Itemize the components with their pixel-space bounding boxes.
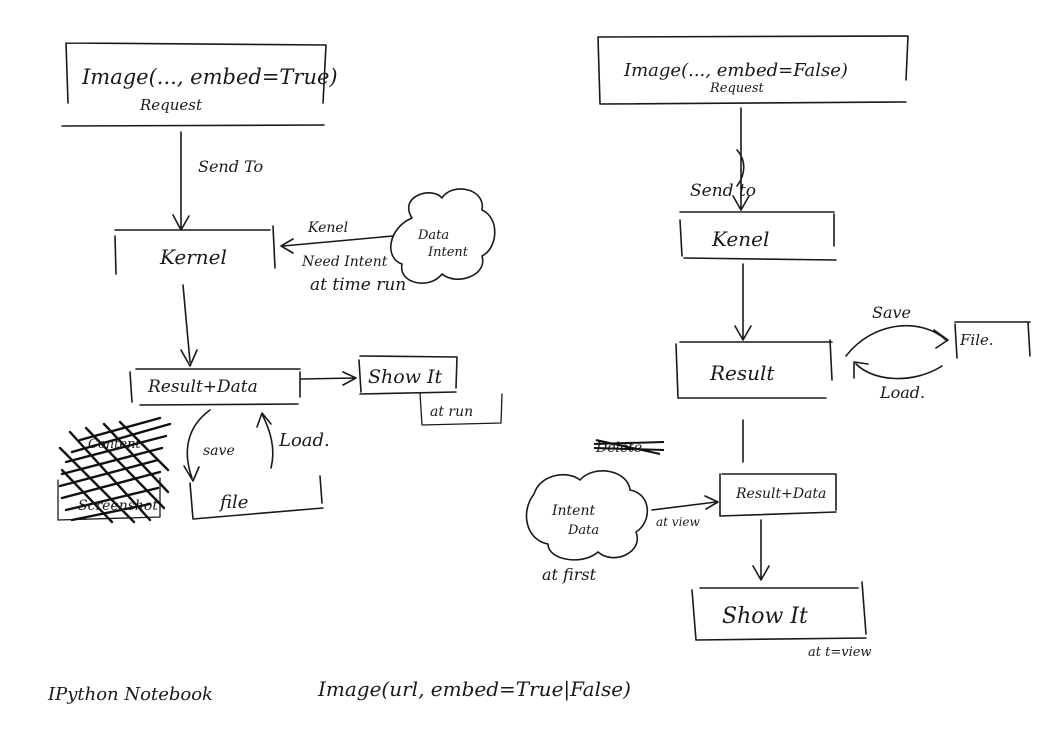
right-request-title: Image(..., embed=False)	[623, 60, 848, 81]
save-arrow	[183, 409, 211, 482]
left-save-label: save	[203, 443, 235, 459]
footer-notebook-label: IPython Notebook	[47, 684, 213, 705]
right-file-label: File.	[959, 331, 994, 349]
left-show-it-label: Show It	[368, 366, 443, 388]
right-kernel-box: Kenel	[679, 211, 837, 261]
at-run-label: at run	[430, 404, 473, 420]
load-arrow	[256, 412, 274, 469]
intent-data-line2: Data	[567, 523, 599, 538]
right-save-arrow	[845, 324, 949, 357]
left-kernel-label: Kernel	[159, 245, 227, 269]
kernel-note-line2: Need Intent	[301, 254, 388, 270]
right-result-box: Result	[675, 339, 833, 399]
right-kernel-to-result-arrow	[734, 263, 752, 341]
left-kernel-box: Kernel	[114, 225, 276, 275]
left-flow: Image(..., embed=True) Request Send To K…	[57, 42, 503, 524]
right-crossed-out: Delete	[593, 439, 665, 456]
left-file-label: file	[218, 492, 248, 513]
right-flow: Image(..., embed=False) Request Send to …	[525, 35, 1031, 660]
footer: IPython Notebook Image(url, embed=True|F…	[47, 677, 631, 705]
left-request-label: Request	[139, 96, 203, 114]
data-intent-cloud: Data Intent	[390, 188, 496, 284]
right-request-label: Request	[709, 81, 765, 96]
kernel-note-line1: Kenel	[307, 220, 348, 236]
right-result-data-box: Result+Data	[719, 473, 837, 517]
data-intent-line2: Intent	[427, 245, 469, 260]
at-view-label: at view	[656, 515, 701, 529]
left-result-data-box: Result+Data	[129, 368, 301, 406]
left-request-box: Image(..., embed=True) Request	[61, 42, 338, 127]
kernel-note-line3: at time run	[310, 275, 406, 295]
data-intent-line1: Data	[417, 228, 449, 243]
right-kernel-label: Kenel	[711, 227, 769, 251]
right-send-arrow	[732, 107, 750, 211]
at-first-label: at first	[542, 565, 597, 584]
left-send-to-label: Send To	[198, 157, 263, 176]
right-save-label: Save	[872, 303, 911, 322]
right-show-at-view-label: at t=view	[808, 645, 872, 660]
left-result-data-label: Result+Data	[147, 377, 258, 397]
left-request-title: Image(..., embed=True)	[81, 65, 338, 89]
right-send-to-label: Send to	[690, 181, 756, 201]
intent-data-line1: Intent	[551, 503, 595, 519]
cloud-to-result-arrow	[651, 495, 719, 511]
right-result-label: Result	[709, 361, 775, 385]
left-file-box: file	[189, 475, 324, 520]
intent-to-kernel-arrow	[280, 235, 394, 254]
right-show-it-label: Show It	[722, 604, 808, 629]
left-kernel-to-result-arrow	[180, 284, 198, 367]
right-request-box: Image(..., embed=False) Request	[597, 35, 909, 105]
footer-signature-label: Image(url, embed=True|False)	[317, 677, 631, 702]
right-load-label: Load.	[879, 383, 925, 402]
left-send-arrow	[172, 131, 190, 231]
right-result-data-label: Result+Data	[735, 486, 826, 502]
right-load-arrow	[853, 361, 943, 380]
intent-data-cloud: Intent Data	[525, 470, 649, 561]
left-load-label: Load.	[278, 430, 330, 451]
left-show-it-box: Show It	[358, 355, 458, 395]
right-file-box: File.	[954, 321, 1031, 359]
result-to-show-arrow	[300, 371, 357, 386]
right-result-to-show-arrow	[752, 519, 770, 581]
right-show-it-box: Show It	[691, 581, 867, 641]
crossed-out-scribble: Content Screenshot	[57, 416, 172, 524]
at-run-box: at run	[419, 392, 503, 426]
